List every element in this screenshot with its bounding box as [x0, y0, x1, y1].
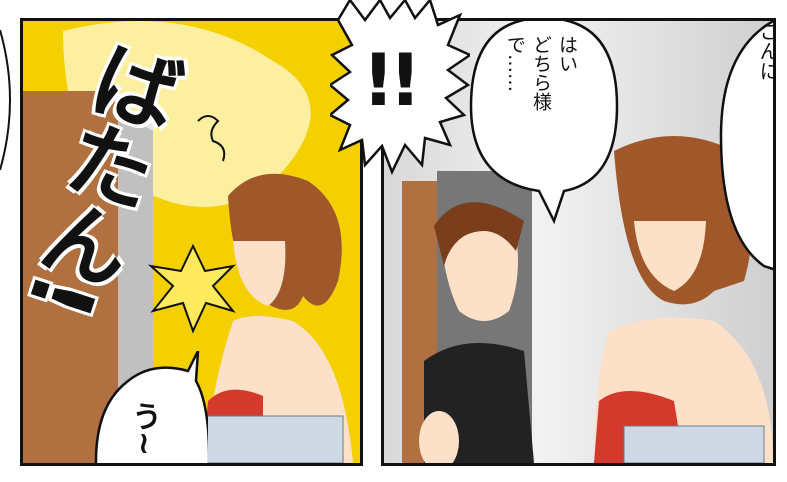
- speech-bubble-left: [94, 351, 208, 463]
- impact-star-icon: [147, 243, 236, 334]
- panel-left-art: [23, 21, 353, 463]
- panel-right-art: [402, 136, 773, 463]
- shout-text: !!: [362, 38, 422, 122]
- speech-bubble-right-text: はい どちら様 で……: [504, 35, 578, 111]
- speech-bubble-edge-text: ごんに: [756, 21, 776, 81]
- scribble-icon: [197, 115, 226, 162]
- comic-panel-left: ばたん! う~: [20, 18, 363, 466]
- shout-burst: [330, 0, 470, 176]
- door: [23, 91, 118, 463]
- speech-bubble-edge: [719, 21, 773, 271]
- speech-bubble-right: [469, 21, 619, 225]
- boy-hair: [434, 202, 524, 266]
- speech-bubble-left-text: う~: [126, 401, 161, 457]
- left-edge-bubble: [0, 30, 11, 170]
